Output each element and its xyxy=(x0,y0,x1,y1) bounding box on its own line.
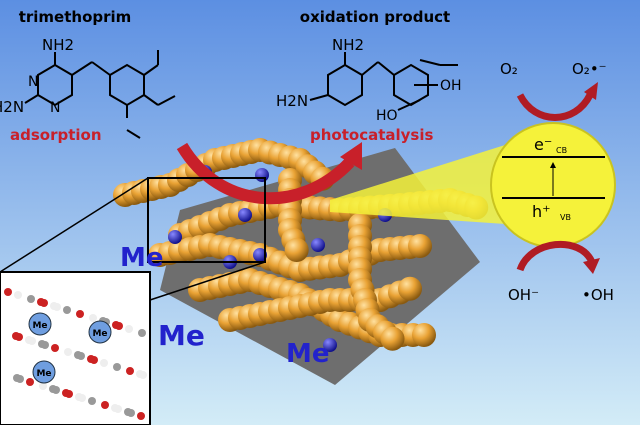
trimethoprim-structure xyxy=(24,50,176,139)
product-ho: HO xyxy=(376,108,398,124)
oxidation-arrow xyxy=(516,240,596,272)
metal-ion xyxy=(168,230,182,244)
atom xyxy=(62,389,70,397)
atom xyxy=(25,336,33,344)
polymer-bead xyxy=(380,326,405,351)
atom xyxy=(75,393,83,401)
superoxide-label: O₂•⁻ xyxy=(572,60,607,78)
metal-ion xyxy=(323,338,337,352)
atom xyxy=(51,344,59,352)
atom xyxy=(87,355,95,363)
atom xyxy=(112,321,120,329)
atom xyxy=(14,291,22,299)
atom xyxy=(88,397,96,405)
atom xyxy=(13,374,21,382)
atom xyxy=(26,378,34,386)
atom xyxy=(124,408,132,416)
atom xyxy=(50,302,58,310)
atom xyxy=(126,367,134,375)
atom xyxy=(37,298,45,306)
product-h2n: H2N xyxy=(276,92,308,110)
atom xyxy=(137,412,145,420)
atom xyxy=(76,310,84,318)
product-structure xyxy=(309,52,458,111)
reduction-arrow-head xyxy=(584,82,598,100)
electron-subscript: CB xyxy=(556,146,567,155)
adsorption-label: adsorption xyxy=(10,126,102,144)
polymer-bead xyxy=(398,276,422,301)
atom xyxy=(64,348,72,356)
reduction-arrow xyxy=(516,93,594,121)
arrow-head xyxy=(340,142,362,170)
reactant-nh2: NH2 xyxy=(42,36,74,54)
polymer-bead xyxy=(284,238,309,262)
atom xyxy=(38,340,46,348)
metal-ion xyxy=(253,248,267,262)
hydroxyl-label: •OH xyxy=(582,286,614,304)
zoom-beam xyxy=(330,145,520,225)
selection-box xyxy=(147,177,266,263)
photocatalysis-label: photocatalysis xyxy=(310,126,433,144)
hole-subscript: VB xyxy=(560,213,571,222)
hydroxide-label: OH⁻ xyxy=(508,286,539,304)
metal-label: Me xyxy=(120,243,164,273)
atom xyxy=(39,382,47,390)
inset-line xyxy=(149,261,266,301)
hole-label: h⁺ xyxy=(532,202,551,221)
metal-ion xyxy=(255,168,269,182)
atom xyxy=(101,401,109,409)
oxygen-label: O₂ xyxy=(500,60,518,78)
atom xyxy=(63,306,71,314)
atom xyxy=(27,295,35,303)
atom xyxy=(100,359,108,367)
oxidation-arrow-head xyxy=(583,258,600,274)
metal-label: Me xyxy=(286,339,330,369)
atom xyxy=(136,370,144,378)
inset-metal-ion xyxy=(88,320,112,344)
polymer-bead xyxy=(412,323,436,347)
atom xyxy=(89,314,97,322)
atom xyxy=(49,385,57,393)
atom xyxy=(4,288,12,296)
inset-molecular-model xyxy=(4,288,147,420)
polymer-chains xyxy=(113,138,489,352)
product-oh: OH xyxy=(440,78,462,94)
atom xyxy=(125,325,133,333)
reactant-title: trimethoprim xyxy=(19,8,132,26)
product-nh2: NH2 xyxy=(332,36,364,54)
atom xyxy=(12,332,20,340)
electron-label: e⁻ xyxy=(534,135,552,154)
inset-metal-label: Me xyxy=(32,321,47,331)
metal-ion xyxy=(311,238,325,252)
reactant-n1: N xyxy=(28,74,38,90)
inset-metal-ion xyxy=(28,312,52,336)
metal-label: Me xyxy=(158,319,205,352)
polymer-bead xyxy=(408,234,432,258)
atom xyxy=(74,351,82,359)
atom xyxy=(113,363,121,371)
reactant-n2: N xyxy=(50,100,60,116)
inset-metal-label: Me xyxy=(92,329,107,339)
adsorption-photocatalysis-arrow xyxy=(176,142,355,205)
atom xyxy=(111,404,119,412)
inset-metal-label: Me xyxy=(36,369,51,379)
inset-line xyxy=(0,177,149,273)
reactant-h2n: H2N xyxy=(0,98,24,116)
metal-ion xyxy=(238,208,252,222)
inset-metal-ion xyxy=(32,360,56,384)
product-title: oxidation product xyxy=(300,8,450,26)
molecular-inset xyxy=(0,271,151,425)
atom xyxy=(138,329,146,337)
